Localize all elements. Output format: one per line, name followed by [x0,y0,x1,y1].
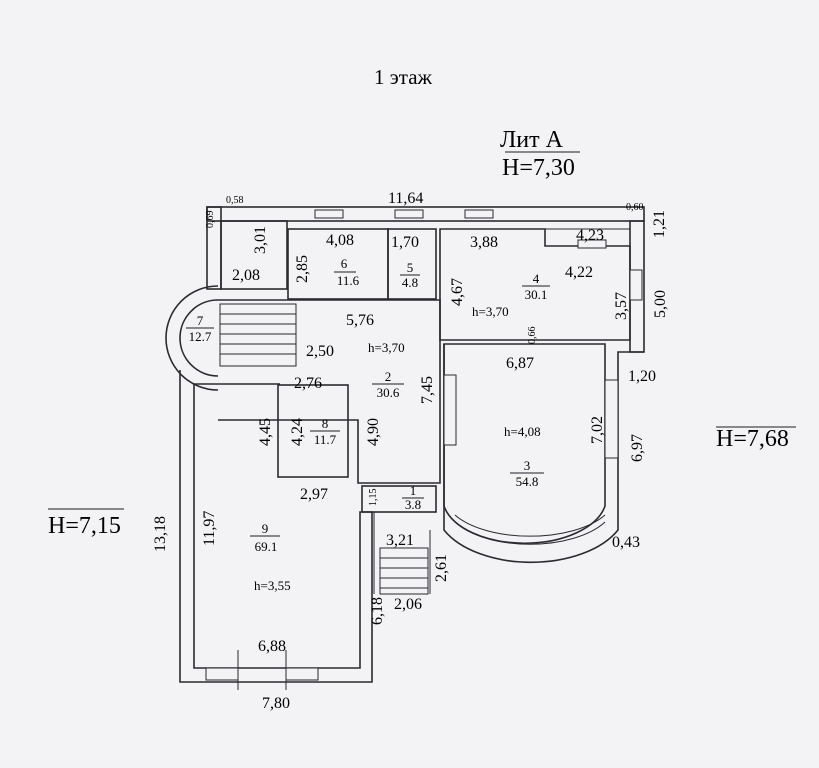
dim-1197: 11,97 [201,511,218,546]
lit-label: Лит А [500,127,564,153]
dim-321: 3,21 [386,532,414,549]
room-height: h=4,08 [504,424,541,439]
room-area: 30.6 [377,385,400,400]
dim-500: 5,00 [652,290,669,318]
room-1: 1 3.8 [402,483,424,512]
dim-120: 1,20 [628,368,656,385]
room-area: 69.1 [255,539,278,554]
room-number: 4 [533,271,540,286]
dim-408: 4,08 [326,232,354,249]
room-area: 11.6 [337,273,360,288]
room-number: 2 [385,369,392,384]
room-number: 8 [322,416,329,431]
dim-422: 4,22 [565,264,593,281]
dim-115: 1,15 [368,489,379,507]
room-number: 1 [410,483,417,498]
dim-208: 2,08 [232,267,260,284]
room-number: 5 [407,260,414,275]
room-number: 9 [262,521,269,536]
staircase [219,303,297,367]
dim-702: 7,02 [589,416,606,444]
height-right: H=7,68 [716,426,789,452]
entrance-steps [373,512,431,595]
room-9: 9 69.1 h=3,55 [250,521,291,593]
dim-corner-tr-a: 0,60 [626,202,644,213]
room-area: 3.8 [405,497,421,512]
room-height: h=3,70 [368,340,405,355]
room-area: 11.7 [314,432,337,447]
room-8: 8 11.7 [310,416,340,447]
room-number: 6 [341,256,348,271]
room-height: h=3,70 [472,304,509,319]
dim-688: 6,88 [258,638,286,655]
dim-276: 2,76 [294,375,322,392]
dim-top-total: 11,64 [388,190,423,207]
room-6: 6 11.6 [334,256,360,288]
dim-618: 6,18 [369,597,386,625]
dim-corner-tr-b: 1,21 [651,210,668,238]
room-number: 3 [524,458,531,473]
room-number: 7 [197,313,204,328]
walls [165,206,645,690]
dim-423: 4,23 [576,227,604,244]
room-3: h=4,08 3 54.8 [504,424,544,489]
dim-424: 4,24 [289,418,306,446]
room-7: 7 12.7 [186,313,214,344]
dim-206: 2,06 [394,596,422,613]
room-2: h=3,70 2 30.6 [368,340,405,400]
dim-388: 3,88 [470,234,498,251]
dim-170: 1,70 [391,234,419,251]
room-height: h=3,55 [254,578,291,593]
dim-297: 2,97 [300,486,328,503]
height-left: H=7,15 [48,513,121,539]
dim-043: 0,43 [612,534,640,551]
room-area: 54.8 [516,474,539,489]
dim-745: 7,45 [419,376,436,404]
room-area: 12.7 [189,329,212,344]
dim-576: 5,76 [346,312,374,329]
dim-corner-tl-b: 0,69 [205,211,216,229]
dim-301: 3,01 [252,226,269,254]
dim-285: 2,85 [294,255,311,283]
dim-357: 3,57 [613,292,630,320]
room-5: 5 4.8 [400,260,420,290]
dim-687: 6,87 [506,355,534,372]
dim-697: 6,97 [629,434,646,462]
height-main: H=7,30 [502,155,575,181]
room-area: 30.1 [525,287,548,302]
dim-490: 4,90 [365,418,382,446]
dim-1318: 13,18 [152,516,169,552]
dim-445: 4,45 [257,418,274,446]
dim-corner-tl-a: 0,58 [226,195,244,206]
floor-label: 1 этаж [374,65,433,89]
dim-066: 0,66 [527,327,538,345]
dim-250: 2,50 [306,343,334,360]
dim-467: 4,67 [449,278,466,306]
dim-780: 7,80 [262,695,290,712]
dimensions: 11,64 0,58 0,69 0,60 1,21 3,01 2,08 4,08… [152,190,669,712]
dim-261: 2,61 [433,554,450,582]
room-area: 4.8 [402,275,418,290]
room-4: 4 30.1 h=3,70 [472,271,550,319]
